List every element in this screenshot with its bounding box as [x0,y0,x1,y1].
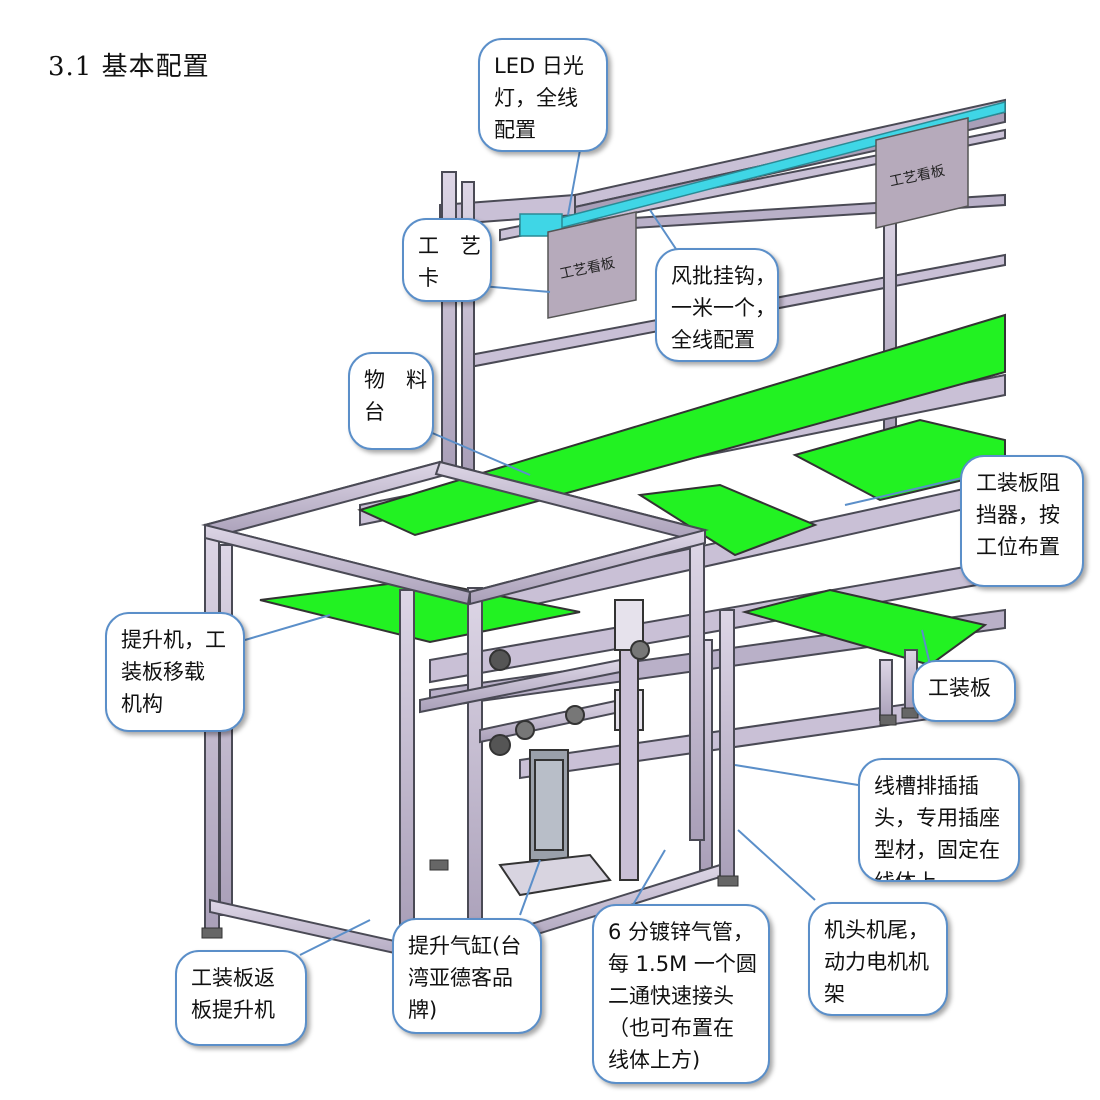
callout-led-light-line2: 灯，全线 [494,86,578,110]
lifter-frame [201,460,721,974]
callout-head-tail-line3: 架 [824,982,845,1006]
callout-pallet-stopper-line3: 工位布置 [976,535,1060,559]
lift-mechanism [489,599,650,897]
callout-screwdriver-hook-line3: 全线配置 [671,328,755,352]
callout-air-pipe: 6 分镀锌气管， 每 1.5M 一个圆 二通快速接头 （也可布置在 线体上方) [592,904,770,1084]
callout-led-light-line1: LED 日光 [494,54,584,78]
callout-air-pipe-line4: （也可布置在 [608,1016,734,1040]
callout-air-pipe-line2: 每 1.5M 一个圆 [608,952,757,976]
callout-lift-cylinder-line2: 湾亚德客品 [408,966,513,990]
section-title: 3.1 基本配置 [48,52,210,82]
callout-lift-cylinder: 提升气缸(台 湾亚德客品 牌) [392,918,542,1034]
callout-wire-trough-line4: 线体上 [874,870,937,882]
callout-process-card-line1: 工 艺 [418,234,481,258]
callout-wire-trough-line3: 型材，固定在 [874,838,1000,862]
callout-material-table-line2: 台 [364,400,385,424]
callout-pallet-stopper-line2: 挡器，按 [976,503,1060,527]
callout-led-light: LED 日光 灯，全线 配置 [478,38,608,152]
callout-process-card: 工 艺 卡 [402,218,492,302]
callout-lift-cylinder-line1: 提升气缸(台 [408,934,522,958]
callout-led-light-line3: 配置 [494,118,536,142]
callout-head-tail-line1: 机头机尾， [824,918,929,942]
callout-air-pipe-line3: 二通快速接头 [608,984,734,1008]
callout-air-pipe-line5: 线体上方) [608,1048,701,1072]
callout-wire-trough: 线槽排插插 头，专用插座 型材，固定在 线体上 [858,758,1020,882]
callout-lift-cylinder-line3: 牌) [408,998,438,1022]
callout-pallet-return-lifter: 工装板返 板提升机 [175,950,307,1046]
callout-lifter-transfer-line3: 机构 [121,692,163,716]
callout-pallet-stopper: 工装板阻 挡器，按 工位布置 [960,455,1084,587]
callout-pallet: 工装板 [912,660,1016,722]
callout-screwdriver-hook-line2: 一米一个， [671,296,776,320]
callout-air-pipe-line1: 6 分镀锌气管， [608,920,755,944]
callout-lifter-transfer-line2: 装板移载 [121,660,205,684]
callout-lifter-transfer: 提升机，工 装板移载 机构 [105,612,245,732]
callout-screwdriver-hook-line1: 风批挂钩， [671,264,776,288]
callout-material-table-line1: 物 料 [364,368,427,392]
callout-pallet-return-lifter-line1: 工装板返 [191,966,275,990]
callout-head-tail: 机头机尾， 动力电机机 架 [808,902,948,1016]
callout-pallet-line1: 工装板 [928,676,991,700]
callout-pallet-return-lifter-line2: 板提升机 [191,998,275,1022]
callout-head-tail-line2: 动力电机机 [824,950,929,974]
callout-wire-trough-line2: 头，专用插座 [874,806,1000,830]
callout-wire-trough-line1: 线槽排插插 [874,774,979,798]
callout-process-card-line2: 卡 [418,266,439,290]
callout-pallet-stopper-line1: 工装板阻 [976,471,1060,495]
callout-material-table: 物 料 台 [348,352,434,450]
sign-board-left: 工艺看板 [547,211,637,319]
callout-screwdriver-hook: 风批挂钩， 一米一个， 全线配置 [655,248,779,362]
material-table-plate [357,313,1006,537]
leveling-feet [201,707,919,939]
sign-board-right: 工艺看板 [875,117,969,229]
callout-lifter-transfer-line1: 提升机，工 [121,628,226,652]
